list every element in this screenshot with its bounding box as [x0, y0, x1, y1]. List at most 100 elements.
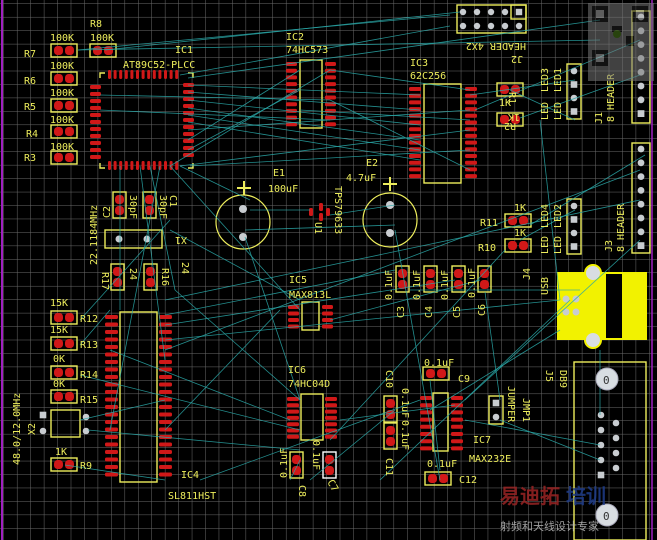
ratsnest-connection: [244, 224, 396, 231]
ratsnest-connection: [329, 99, 471, 171]
ratsnest-connection: [329, 249, 506, 441]
through-hole-pad: [487, 8, 495, 16]
c3-value: 0.1uF: [384, 270, 395, 300]
c10-footprint: [383, 395, 398, 423]
smd-pad: [325, 75, 336, 80]
smd-pad: [420, 424, 432, 429]
smd-pad: [105, 375, 118, 379]
smd-pad: [65, 74, 74, 83]
r7-footprint: [50, 43, 78, 58]
smd-pad: [90, 127, 101, 131]
r8-value: 100K: [90, 33, 114, 44]
through-hole-pad: [473, 8, 481, 16]
ic6-outline: [300, 393, 324, 441]
led-label: LED: [540, 102, 551, 120]
ic2-value: 74HC573: [286, 45, 328, 56]
smd-pad: [465, 160, 477, 165]
c11-ref: C11: [383, 458, 394, 476]
j3-ref: J3: [604, 240, 615, 252]
r15-value: 0K: [53, 379, 65, 390]
through-hole-pad-square: [515, 8, 523, 16]
ratsnest-connection: [164, 309, 281, 431]
j3-outline: [631, 142, 651, 254]
c2-footprint: [112, 191, 127, 219]
r11-value: 1K: [514, 203, 526, 214]
smd-pad: [54, 127, 63, 136]
ratsnest-connection: [79, 219, 171, 321]
smd-pad: [90, 85, 101, 89]
smd-pad: [286, 122, 297, 127]
ratsnest-connection: [77, 39, 601, 51]
watermark-red-text: 易迪拓: [500, 484, 560, 508]
x2-value: 48.0/12.0MHz: [12, 393, 23, 465]
ratsnest-connection: [187, 107, 421, 141]
r9-ref: R9: [80, 461, 92, 472]
smd-pad: [90, 113, 101, 117]
ratsnest-connection: [79, 309, 111, 346]
smd-pad: [183, 104, 194, 108]
j5-value: DB9: [557, 370, 568, 388]
e2-value: 4.7uF: [346, 173, 376, 184]
r10-footprint: [504, 238, 532, 253]
smd-pad: [426, 269, 435, 278]
smd-pad: [465, 133, 477, 138]
through-hole-pad-square: [570, 108, 578, 115]
smd-pad: [54, 153, 63, 162]
smd-pad: [105, 352, 118, 357]
through-hole-pad: [637, 173, 645, 181]
led-label: LED: [553, 102, 564, 120]
smd-pad: [65, 392, 74, 401]
ratsnest-connection: [109, 349, 291, 421]
x1-outline: [104, 229, 163, 249]
ratsnest-connection: [289, 459, 301, 481]
ic3-value: 62C256: [410, 71, 446, 82]
smd-pad: [322, 311, 333, 316]
ratsnest-connection: [104, 11, 461, 51]
smd-pad: [65, 368, 74, 377]
r3-value: 100K: [50, 142, 74, 153]
smd-pad: [451, 417, 463, 422]
r2-footprint: [496, 112, 524, 127]
ic2-ref: IC2: [286, 32, 304, 43]
smd-pad: [409, 174, 421, 179]
smd-pad: [54, 313, 63, 322]
smd-pad: [319, 203, 323, 211]
e2-ref: E2: [366, 158, 378, 169]
c9-ref: C9: [458, 374, 470, 385]
smd-pad: [152, 161, 156, 170]
ratsnest-connection: [187, 84, 421, 96]
smd-pad: [519, 216, 528, 225]
j2-value: HEADER 4X2: [466, 40, 526, 51]
c1-value: 30pF: [157, 195, 168, 219]
smd-pad: [159, 405, 172, 409]
smd-pad: [386, 399, 395, 408]
smd-pad: [428, 474, 437, 483]
through-hole-pad: [562, 295, 570, 303]
r4-footprint: [50, 124, 78, 139]
smd-pad: [325, 415, 337, 420]
smd-pad: [159, 457, 172, 462]
smd-pad: [65, 460, 74, 469]
c9-value: 0.1uF: [424, 358, 454, 369]
c1-footprint: [142, 191, 157, 219]
c7-footprint: [322, 451, 337, 479]
smd-pad: [409, 100, 421, 105]
smd-pad: [286, 68, 297, 73]
smd-pad: [409, 160, 421, 165]
smd-pad: [145, 195, 154, 204]
smd-pad: [159, 420, 172, 424]
c4-ref: C4: [424, 306, 435, 318]
ratsnest-connection: [99, 94, 331, 101]
mount-hole: [595, 367, 619, 391]
r5-ref: R5: [24, 102, 36, 113]
x1-ref: X1: [175, 234, 187, 245]
smd-pad: [113, 278, 122, 287]
smd-pad: [183, 146, 194, 150]
c5-ref: C5: [452, 306, 463, 318]
smd-pad: [288, 311, 299, 316]
smd-pad: [124, 161, 128, 170]
through-hole-pad-square: [39, 411, 47, 419]
smd-pad: [105, 315, 118, 319]
r1-value: 1K: [499, 98, 511, 109]
